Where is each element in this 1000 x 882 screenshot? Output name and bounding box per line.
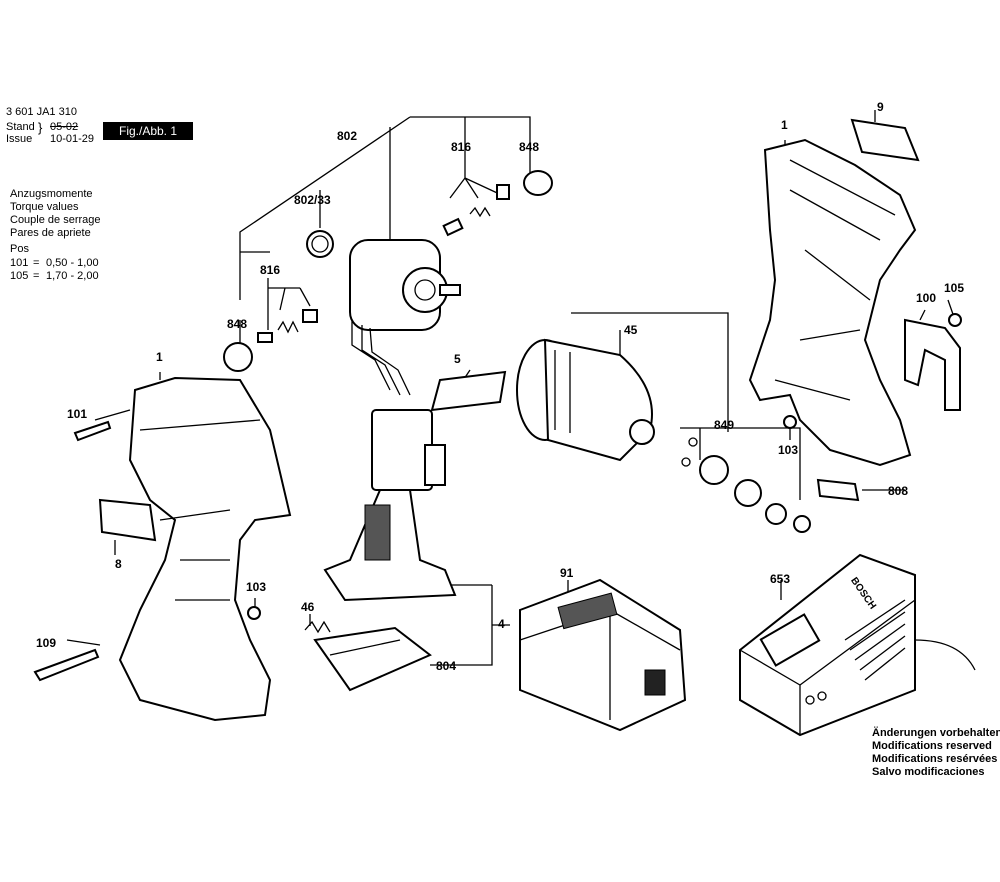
bit-109 [33,648,100,682]
part-label: 9 [877,100,884,114]
o-ring-802-33 [306,230,334,258]
torque-line-es: Pares de apriete [10,227,91,239]
stand-label: Stand [6,121,35,133]
brush-holder [496,184,510,200]
brush-816 [442,217,464,237]
brace-icon: } [38,120,43,135]
motor-assembly [349,239,461,396]
torque-row-pos: 101 [10,257,29,269]
part-label: 849 [714,418,735,432]
part-label: 802 [337,129,358,143]
label-plate-808 [816,478,860,502]
washer-849 [765,503,787,525]
housing-left-half [118,376,292,722]
brush-816-left [257,332,273,343]
part-label: 5 [454,352,461,366]
part-label: 848 [227,317,248,331]
torque-line-en: Torque values [10,201,79,213]
impact-mechanism [516,338,655,462]
part-label: 653 [770,572,791,586]
notice-de: Änderungen vorbehalten [872,727,1000,739]
torque-row-eq: = [33,257,40,269]
issue-label: Issue [6,133,33,145]
housing-right-half [748,138,917,467]
screw-105 [948,313,962,327]
part-label: 804 [436,659,457,673]
screw-101 [73,420,112,442]
part-label: 816 [451,140,472,154]
torque-line-de: Anzugsmomente [10,188,93,200]
torque-row-pos: 105 [10,270,29,282]
notice-es: Salvo modificaciones [872,766,985,778]
notice-fr: Modifications resérvées [872,753,998,765]
torque-line-fr: Couple de serrage [10,214,101,226]
part-label: 103 [778,443,799,457]
part-label: 105 [944,281,965,295]
part-label: 802/33 [294,193,331,207]
figure-label: Fig./Abb. 1 [103,122,193,140]
nut-103-left [247,606,261,620]
label-plate-8 [98,498,157,542]
nut-103 [783,415,797,429]
brush-holder-left [302,309,318,323]
switch-module [323,409,457,602]
part-label: 103 [246,580,267,594]
switch-cover-5 [430,370,507,412]
belt-clip [904,318,961,411]
part-label: 4 [498,617,505,631]
bushing-848 [523,170,553,196]
torque-pos-label: Pos [10,243,29,255]
label-plate-9 [850,118,920,162]
torque-row-range: 0,50 - 1,00 [46,257,99,269]
part-label: 1 [781,118,788,132]
part-label: 109 [36,636,57,650]
doc-number: 3 601 JA1 310 [6,106,77,118]
issue-date: 10-01-29 [50,133,95,145]
charger [739,553,976,737]
battery-pack [519,578,687,732]
part-label: 848 [519,140,540,154]
old-date: 05-02 [50,121,79,133]
part-label: 101 [67,407,88,421]
part-label: 8 [115,557,122,571]
hammer-spring [699,455,729,485]
part-label: 46 [301,600,315,614]
part-label: 91 [560,566,574,580]
torque-row-eq: = [33,270,40,282]
part-label: 45 [624,323,638,337]
bushing-848-left [223,342,253,372]
circlip-849 [793,515,811,533]
electronics-board-804 [313,626,432,692]
torque-row-range: 1,70 - 2,00 [46,270,99,282]
part-label: 1 [156,350,163,364]
part-label: 100 [916,291,937,305]
part-label: 808 [888,484,909,498]
anvil-ring [734,479,762,507]
part-label: 816 [260,263,281,277]
notice-en: Modifications reserved [872,740,992,752]
